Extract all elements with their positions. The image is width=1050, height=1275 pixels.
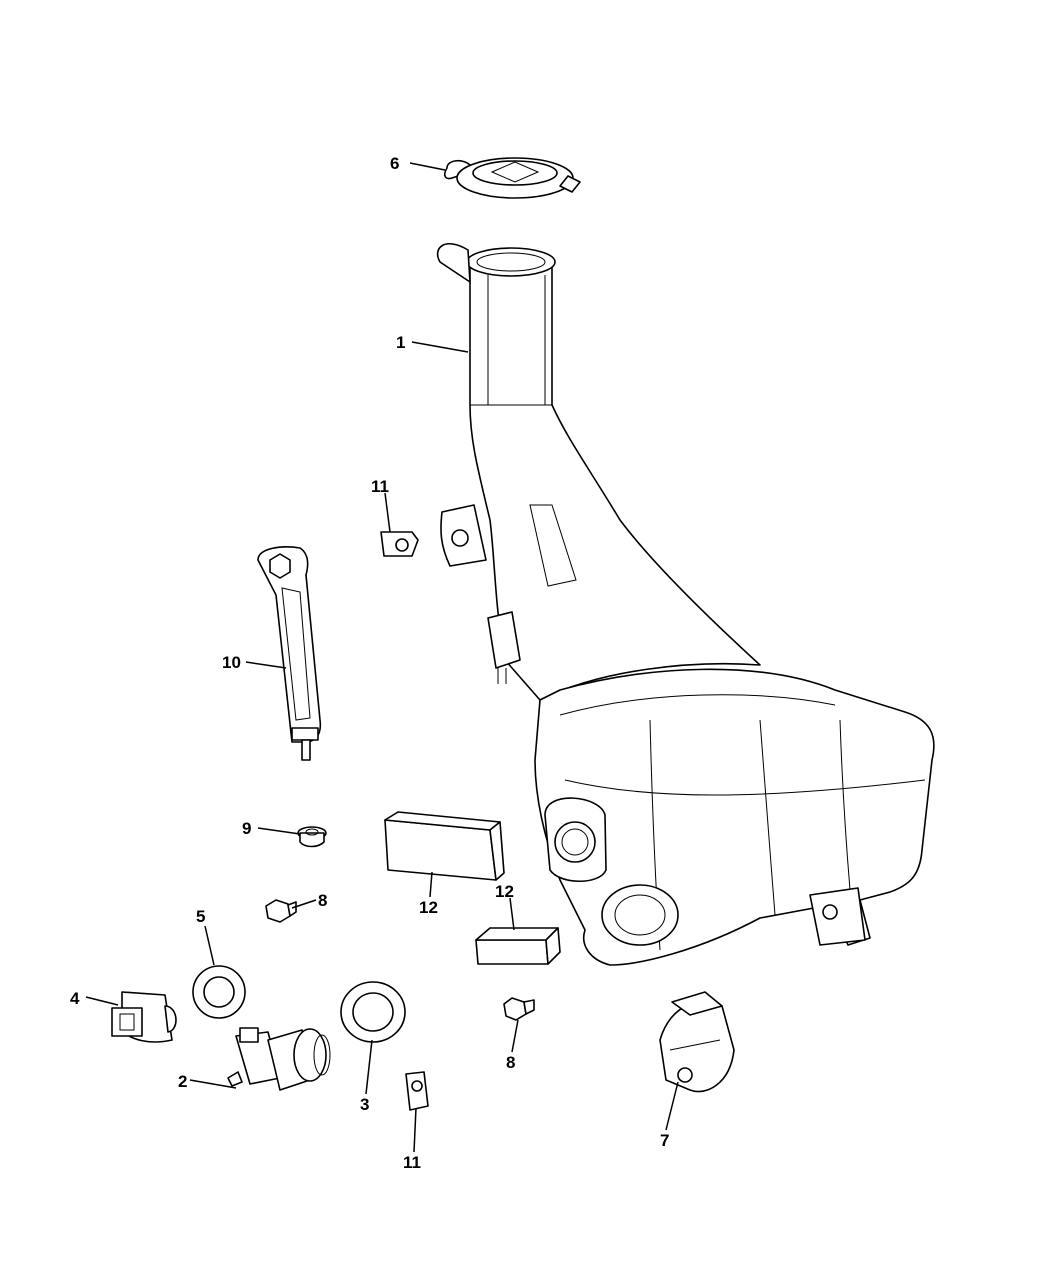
clip-lower [405,1071,429,1111]
callout-12-small: 12 [495,882,514,901]
clip-upper [380,531,419,557]
bracket [257,546,322,761]
washer-pump [227,1027,331,1091]
leader-lines [85,162,679,1153]
callout-10: 10 [222,653,241,672]
callout-3: 3 [360,1095,369,1114]
callout-5: 5 [196,907,205,926]
callout-6: 6 [390,154,399,173]
callout-8-upper: 8 [318,891,327,910]
callout-2: 2 [178,1072,187,1091]
grommet-small [192,965,246,1019]
nut [297,826,327,848]
callout-7: 7 [660,1131,669,1150]
callout-8-lower: 8 [506,1053,515,1072]
washer-reservoir [436,243,935,966]
bolt-lower [503,997,535,1021]
foam-pad-small [475,927,561,965]
pump-bracket [659,991,735,1093]
callout-11-upper: 11 [371,477,389,496]
callout-11-lower: 11 [403,1153,421,1172]
callout-1: 1 [396,333,405,352]
callout-9: 9 [242,819,251,838]
foam-pad-large [384,811,505,881]
reservoir-cap [444,157,581,199]
bolt-upper [265,899,297,923]
level-sensor [111,991,177,1043]
callout-12-large: 12 [419,898,438,917]
grommet-large [340,981,406,1043]
callout-4: 4 [70,989,80,1008]
